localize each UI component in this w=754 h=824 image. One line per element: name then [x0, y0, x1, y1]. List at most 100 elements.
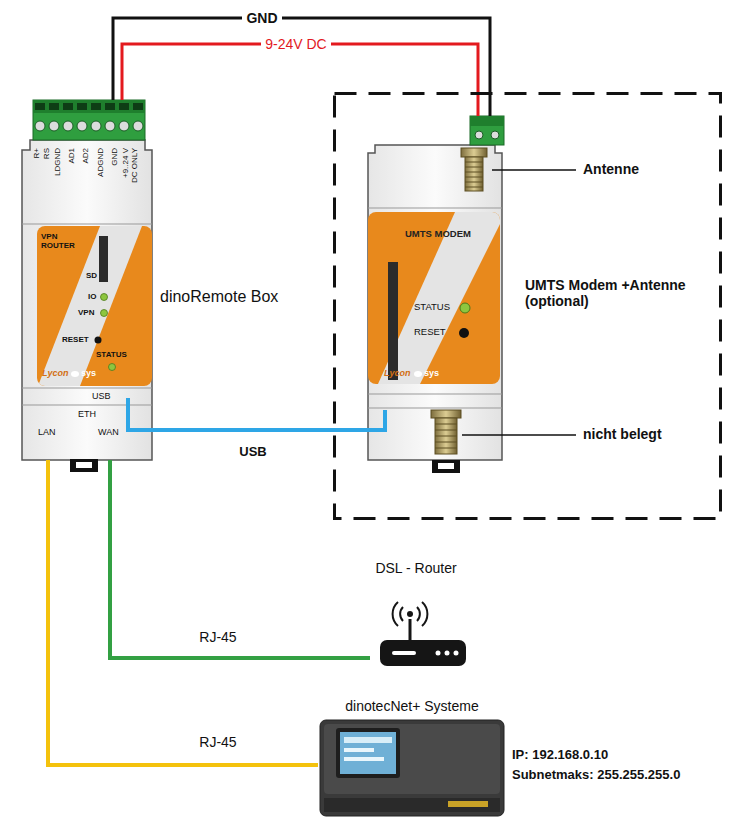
terminal-screw — [133, 121, 143, 131]
cable-label: RJ-45 — [195, 734, 240, 750]
controller-front — [324, 724, 500, 794]
pin-label: RS — [43, 148, 52, 224]
screen-bar — [344, 737, 392, 743]
router-led — [445, 651, 450, 656]
wifi-wave — [393, 602, 398, 626]
usb-cable — [152, 428, 368, 432]
logo-horse — [414, 371, 422, 377]
port-label: LAN — [38, 427, 56, 437]
terminal-screw — [119, 121, 129, 131]
io-led — [101, 294, 108, 301]
power-wire — [122, 44, 478, 116]
din-clip — [432, 460, 460, 473]
callout-label: Antenne — [583, 161, 639, 177]
router-icon — [380, 602, 466, 666]
pin-label: +9..24 V DC ONLY — [122, 148, 140, 190]
thread-line — [435, 436, 457, 437]
terminal-screw — [63, 121, 73, 131]
logo-text: sys — [81, 368, 96, 378]
router-antenna — [409, 619, 412, 640]
antenna-socket — [465, 157, 483, 191]
bottom-nut — [431, 410, 461, 418]
thread-line — [465, 182, 483, 183]
wifi-wave — [422, 602, 427, 626]
controller-device — [320, 720, 504, 816]
region-title: UMTS Modem +Antenne (optional) — [525, 277, 705, 309]
screen-bar — [344, 748, 374, 752]
port-label: ETH — [78, 409, 96, 419]
power-connector-top — [470, 116, 504, 126]
device-title: dinoRemote Box — [160, 288, 278, 306]
pin-label: AD1 — [68, 148, 77, 224]
thread-line — [435, 430, 457, 431]
terminal-screws — [35, 121, 143, 131]
device-housing — [368, 145, 502, 460]
bottom-socket — [435, 418, 457, 454]
controller-housing — [320, 720, 504, 816]
logo-text: Lycon — [384, 368, 411, 378]
din-clip-slot — [76, 462, 92, 468]
terminal-screw — [77, 121, 87, 131]
thread-line — [435, 448, 457, 449]
device-housing — [22, 140, 152, 460]
router-body — [380, 640, 466, 666]
panel-stripe — [378, 212, 500, 384]
terminal-top — [33, 100, 145, 113]
din-clip-slot — [438, 463, 454, 469]
pin-label: ADGND — [97, 148, 106, 224]
status-led — [460, 303, 470, 313]
button-label: RESET — [414, 327, 446, 338]
logo-text: sys — [424, 368, 439, 378]
panel-title: VPN ROUTER — [41, 232, 81, 250]
router-light-bar — [392, 651, 416, 655]
pin-label: R+ — [33, 148, 42, 224]
thread-line — [435, 442, 457, 443]
terminal-openings — [35, 103, 143, 110]
modem-device: UMTS MODEM — [368, 116, 502, 460]
terminal-opening — [91, 103, 101, 110]
pin-label: AD2 — [82, 148, 91, 224]
terminal-opening — [77, 103, 87, 110]
front-panel — [368, 212, 500, 384]
power-connector — [470, 116, 504, 145]
housing-seam — [22, 405, 152, 406]
terminal-opening — [49, 103, 59, 110]
reset-button — [95, 337, 102, 344]
controller-screen-frame — [336, 728, 400, 778]
housing-seam — [368, 208, 502, 209]
led-label: IO — [88, 292, 96, 301]
sd-slot — [99, 236, 108, 282]
thread-line — [465, 167, 483, 168]
led-label: VPN — [78, 308, 94, 317]
status-led — [109, 364, 116, 371]
terminal-screw — [105, 121, 115, 131]
thread-line — [465, 172, 483, 173]
terminal-opening — [35, 103, 45, 110]
thread-line — [465, 177, 483, 178]
wire-label: GND — [242, 10, 281, 26]
terminal-screw — [49, 121, 59, 131]
button-label: RESET — [62, 335, 89, 344]
pin-label: LDGND — [54, 148, 63, 224]
router-led — [454, 651, 459, 656]
ground-wire — [113, 18, 490, 116]
thread-line — [435, 424, 457, 425]
housing-seam — [368, 394, 502, 395]
device-title: dinotecNet+ Systeme — [345, 698, 478, 714]
router-led — [436, 651, 441, 656]
callout-label: nicht belegt — [583, 426, 662, 442]
terminal-opening — [119, 103, 129, 110]
sim-slot — [388, 262, 398, 380]
ethernet-cable — [48, 460, 318, 765]
port-label: USB — [92, 391, 111, 401]
wifi-wave — [417, 607, 420, 621]
controller-screen — [340, 732, 396, 774]
slot-label: SD — [86, 271, 97, 280]
panel-stripe — [38, 226, 142, 386]
controller-base — [324, 798, 500, 812]
router-node: DSL - Router — [370, 558, 462, 670]
port-label: WAN — [98, 427, 119, 437]
terminal-screw — [35, 121, 45, 131]
logo-horse — [71, 371, 79, 377]
controller-node: dinotecNet+ SystemeIP: 192.168.0.10Subne… — [318, 696, 506, 818]
